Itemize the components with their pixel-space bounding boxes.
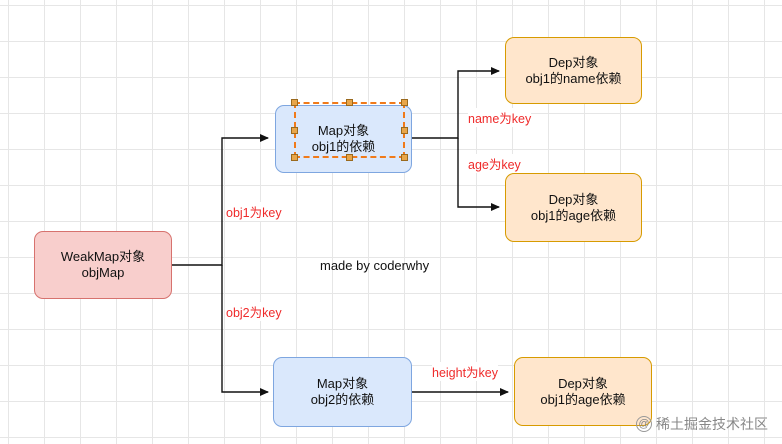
- resize-handle-nw[interactable]: [291, 99, 298, 106]
- edge-weakmap-to-map-obj1: [172, 134, 269, 266]
- edge-weakmap-to-map-obj2: [221, 265, 269, 396]
- resize-handle-n[interactable]: [346, 99, 353, 106]
- resize-handle-se[interactable]: [401, 154, 408, 161]
- dep-height-node[interactable]: Dep对象 obj1的age依赖: [514, 357, 652, 426]
- dep-name-subtitle: obj1的name依赖: [525, 70, 622, 86]
- edge-map-obj1-to-dep-age: [457, 138, 500, 211]
- resize-handle-sw[interactable]: [291, 154, 298, 161]
- edge-map-obj1-to-dep-name: [412, 67, 500, 139]
- watermark-icon: @: [636, 416, 652, 432]
- map-obj2-subtitle: obj2的依赖: [310, 392, 375, 407]
- map-obj1-subtitle: obj1的依赖: [311, 139, 376, 154]
- edge-label-name-key: name为key: [468, 108, 532, 127]
- edge-label-obj1-key: obj1为key: [226, 202, 282, 221]
- edge-label-height-key: height为key: [432, 362, 499, 381]
- map-obj2-node[interactable]: Map对象 obj2的依赖: [273, 357, 412, 427]
- map-obj2-title: Map对象: [316, 376, 369, 391]
- weakmap-node[interactable]: WeakMap对象 objMap: [34, 231, 172, 299]
- dep-age-title: Dep对象: [548, 191, 599, 207]
- dep-height-subtitle: obj1的age依赖: [540, 391, 626, 407]
- dep-height-title: Dep对象: [558, 375, 608, 391]
- watermark: @ 稀土掘金技术社区: [636, 414, 768, 434]
- dep-age-node[interactable]: Dep对象 obj1的age依赖: [505, 173, 642, 242]
- weakmap-subtitle: objMap: [81, 265, 125, 280]
- dep-age-subtitle: obj1的age依赖: [530, 207, 617, 223]
- edge-label-obj2-key: obj2为key: [226, 302, 282, 321]
- map-obj1-title: Map对象: [317, 123, 370, 138]
- resize-handle-w[interactable]: [291, 127, 298, 134]
- map-obj1-node[interactable]: Map对象 obj1的依赖: [275, 105, 412, 173]
- edge-label-age-key: age为key: [468, 154, 521, 173]
- resize-handle-s[interactable]: [346, 154, 353, 161]
- watermark-text: 稀土掘金技术社区: [656, 416, 768, 432]
- resize-handle-e[interactable]: [401, 127, 408, 134]
- dep-name-node[interactable]: Dep对象 obj1的name依赖: [505, 37, 642, 104]
- selection-box: [294, 102, 405, 158]
- weakmap-title: WeakMap对象: [60, 249, 146, 264]
- author-note: made by coderwhy: [320, 258, 430, 273]
- dep-name-title: Dep对象: [548, 54, 599, 70]
- resize-handle-ne[interactable]: [401, 99, 408, 106]
